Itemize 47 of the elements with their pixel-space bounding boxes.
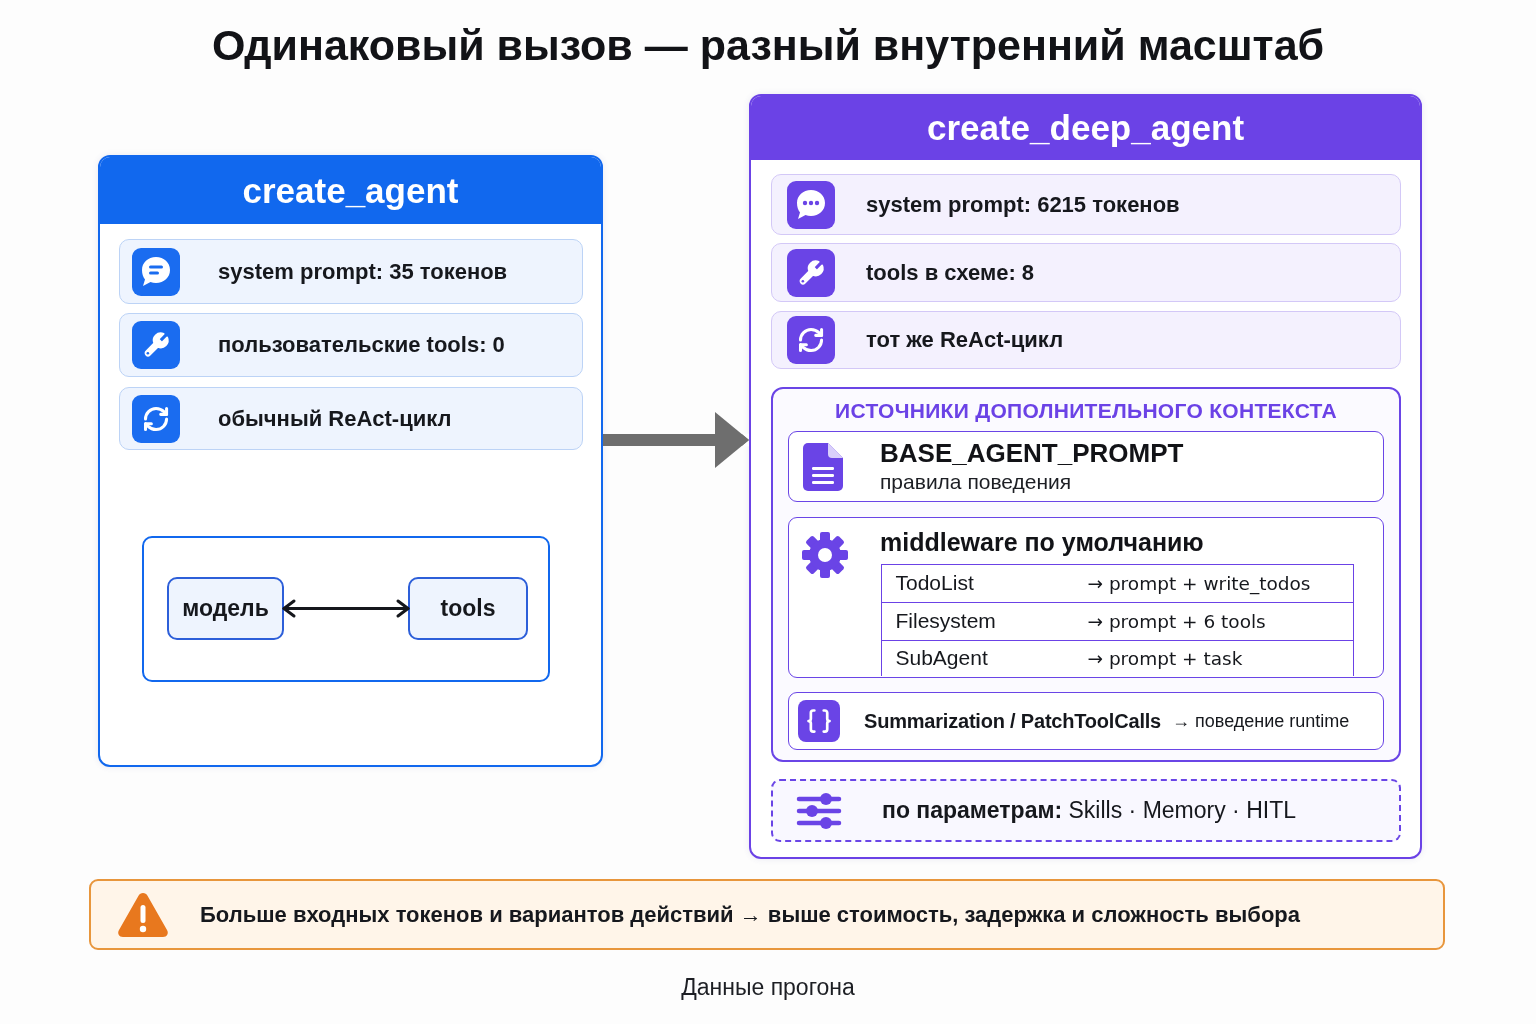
middleware-effect: → prompt + write_todos (1087, 572, 1311, 594)
card-title: BASE_AGENT_PROMPT (880, 438, 1184, 469)
warning-text: Больше входных токенов и вариантов действий → выше стоимость, задержка и сложность выбора (200, 901, 1300, 928)
row-text: system prompt: 35 токенов (218, 258, 508, 285)
row-text: по параметрам: Skills · Memory · HITL (882, 797, 1296, 824)
context-section (771, 387, 1401, 762)
middleware-name: Filesystem (895, 609, 997, 633)
table-row (880, 639, 1354, 676)
table-row (880, 563, 1354, 602)
card-subtitle: правила поведения (880, 469, 1073, 495)
info-row (119, 239, 583, 304)
row-text: system prompt: 6215 токенов (866, 191, 1180, 218)
process-box (167, 577, 284, 640)
double-arrow (282, 599, 410, 618)
agent-panel (749, 94, 1422, 859)
middleware-effect: → prompt + task (1087, 647, 1243, 669)
panel-header: create_deep_agent (751, 96, 1420, 160)
row-text: обычный ReAct-цикл (218, 405, 452, 432)
section-heading: ИСТОЧНИКИ ДОПОЛНИТЕЛЬНОГО КОНТЕКСТА (835, 398, 1337, 424)
middleware-name: TodoList (895, 571, 975, 595)
process-box (408, 577, 528, 640)
prompt-card (788, 431, 1384, 502)
info-row (788, 692, 1384, 750)
row-text: пользовательские tools: 0 (218, 332, 505, 358)
info-row (119, 313, 583, 377)
options-bar (771, 779, 1401, 842)
card-title: middleware по умолчанию (880, 527, 1204, 557)
box-label: tools (440, 595, 496, 622)
info-row (771, 311, 1401, 369)
info-row (771, 243, 1401, 302)
warning-banner (89, 879, 1445, 950)
middleware-card (788, 517, 1384, 678)
middleware-name: SubAgent (895, 646, 989, 671)
info-row (771, 174, 1401, 235)
diagram-caption: Данные прогона (681, 973, 855, 1002)
row-text: tools в схеме: 8 (866, 259, 1035, 286)
row-text: тот же ReAct-цикл (866, 327, 1064, 353)
middleware-effect: → prompt + 6 tools (1087, 610, 1266, 632)
row-text: Summarization / PatchToolCalls (864, 709, 1162, 733)
agent-panel (98, 155, 603, 767)
loop-frame (142, 536, 550, 682)
row-note: → поведение runtime (1172, 710, 1350, 732)
box-label: модель (182, 595, 269, 622)
diagram-title: Одинаковый вызов — разный внутренний масштаб (211, 20, 1325, 71)
info-row (119, 387, 583, 450)
table-row (880, 601, 1354, 640)
panel-header: create_agent (100, 157, 601, 224)
